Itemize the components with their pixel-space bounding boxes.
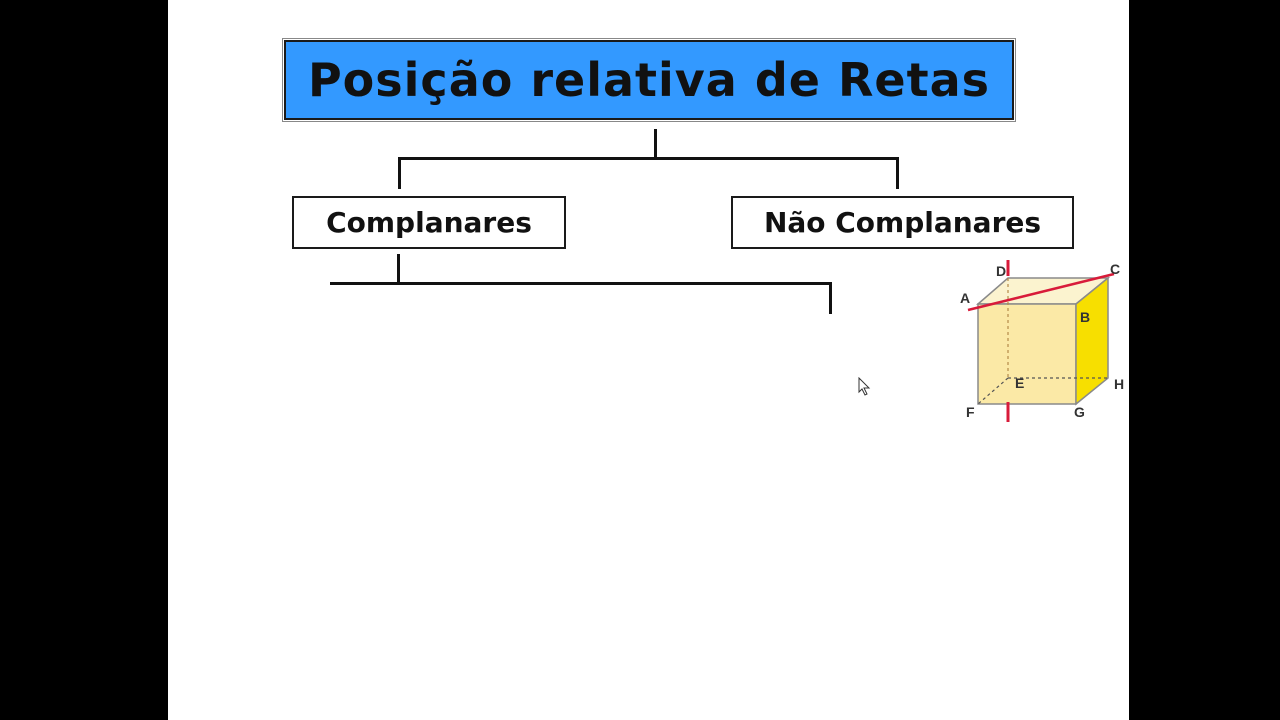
slide-canvas: Posição relativa de Retas Complanares Nã… <box>168 0 1129 720</box>
vertex-label-h: H <box>1114 376 1124 392</box>
vertex-label-d: D <box>996 263 1006 279</box>
vertex-label-f: F <box>966 404 975 420</box>
sub-branch-line <box>330 282 832 285</box>
left-branch-drop <box>398 157 401 189</box>
vertex-label-e: E <box>1015 375 1024 391</box>
mouse-pointer-icon <box>858 377 871 396</box>
diagram-title-box: Posição relativa de Retas <box>282 38 1016 122</box>
vertex-label-g: G <box>1074 404 1085 420</box>
diagram-title: Posição relativa de Retas <box>307 53 991 107</box>
node-nao-complanares-label: Não Complanares <box>763 206 1042 239</box>
node-complanares-label: Complanares <box>326 206 532 239</box>
cube-front-face <box>977 303 1077 405</box>
cube-hidden-edge-ef <box>977 377 1009 405</box>
cube-side-face <box>1075 276 1109 406</box>
sub-branch-right-drop <box>829 282 832 314</box>
complanares-stem-line <box>397 254 400 284</box>
vertex-label-a: A <box>960 290 970 306</box>
node-complanares: Complanares <box>292 196 566 249</box>
vertex-label-c: C <box>1110 261 1120 277</box>
right-branch-drop <box>896 157 899 189</box>
vertex-label-b: B <box>1080 309 1090 325</box>
top-branch-line <box>398 157 898 160</box>
cube-illustration: D C A B E H F G <box>960 260 1124 422</box>
line-ac <box>967 272 1115 312</box>
title-stem-line <box>654 129 657 159</box>
node-nao-complanares: Não Complanares <box>731 196 1074 249</box>
